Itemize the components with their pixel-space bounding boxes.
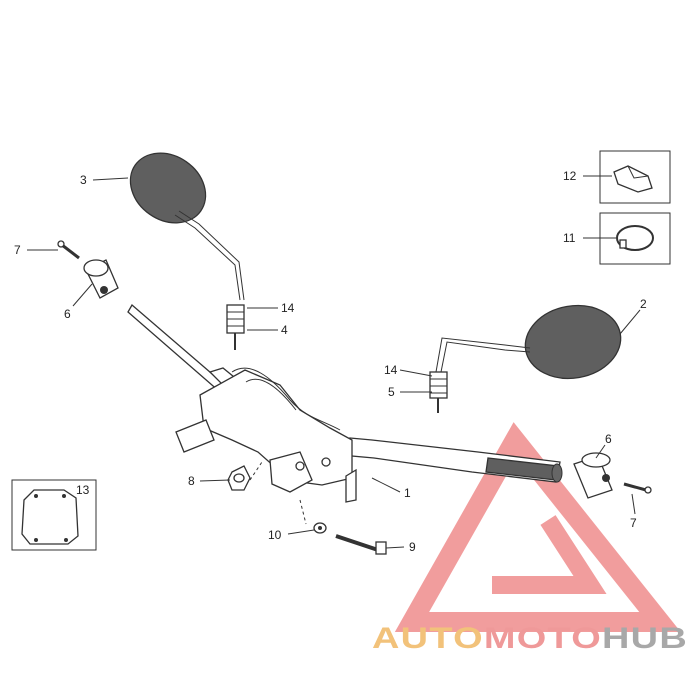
watermark-part-1: AUTO — [372, 622, 484, 655]
watermark-part-3: HUB — [602, 622, 688, 655]
callout-12: 12 — [563, 169, 577, 183]
callout-1: 1 — [404, 486, 411, 500]
callout-11: 11 — [563, 231, 576, 245]
mirror-right — [429, 304, 622, 413]
screw-right — [623, 482, 652, 494]
callout-9: 9 — [409, 540, 416, 554]
cover-plate-box — [11, 479, 97, 551]
leader-lines — [27, 175, 641, 549]
washer — [313, 522, 327, 534]
callout-3: 3 — [80, 173, 87, 187]
callout-7-left: 7 — [14, 243, 21, 257]
watermark-part-2: MOTO — [484, 622, 602, 655]
callout-6-right: 6 — [605, 432, 612, 446]
nut — [227, 461, 263, 491]
callout-2: 2 — [640, 297, 647, 311]
callout-14-right: 14 — [384, 363, 398, 377]
clip-nut-box — [599, 150, 671, 204]
bar-end-weight-right — [573, 452, 613, 499]
callout-6-left: 6 — [64, 307, 71, 321]
mirror-left — [129, 152, 245, 350]
callout-10: 10 — [268, 528, 282, 542]
callout-14-left: 14 — [281, 301, 295, 315]
callout-labels: 3 2 14 4 14 5 6 6 7 7 8 9 10 1 11 12 13 — [14, 169, 647, 554]
cable-clamp-box — [599, 212, 671, 265]
callout-8: 8 — [188, 474, 195, 488]
handlebar — [127, 303, 563, 503]
callout-4: 4 — [281, 323, 288, 337]
callout-7-right: 7 — [630, 516, 637, 530]
bolt — [299, 499, 387, 555]
watermark-logo — [394, 422, 681, 632]
bar-end-weight-left — [83, 259, 119, 299]
callout-5: 5 — [388, 385, 395, 399]
screw-left — [57, 240, 80, 260]
callout-13: 13 — [76, 483, 90, 497]
